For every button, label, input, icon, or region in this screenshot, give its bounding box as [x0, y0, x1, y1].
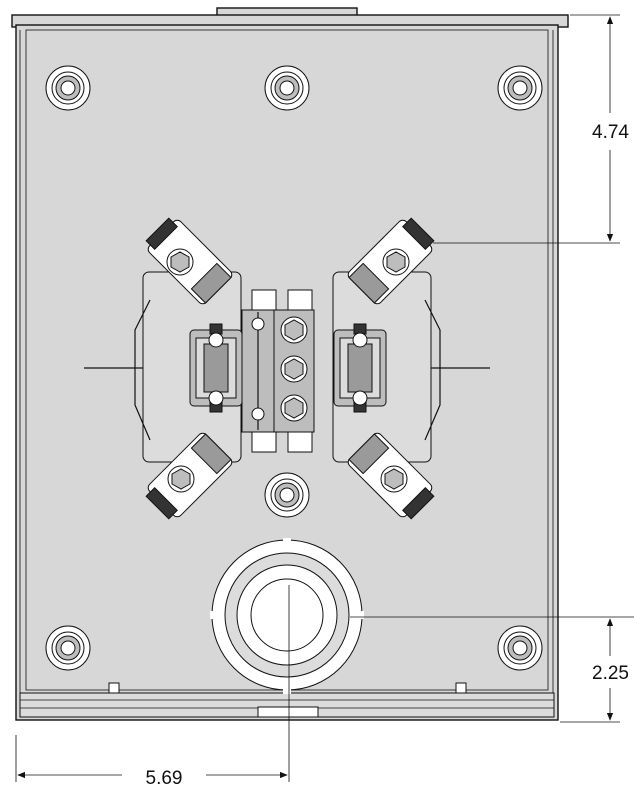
dimension-top: 4.74 [433, 14, 629, 244]
dimension-width: 5.69 [15, 585, 290, 789]
dimension-label-top: 4.74 [592, 122, 629, 143]
dimension-label-width: 5.69 [146, 768, 183, 787]
knockout [210, 538, 364, 694]
dimension-label-bottom: 2.25 [592, 663, 629, 684]
socket-block [84, 217, 490, 520]
dimension-bottom: 2.25 [350, 616, 634, 723]
